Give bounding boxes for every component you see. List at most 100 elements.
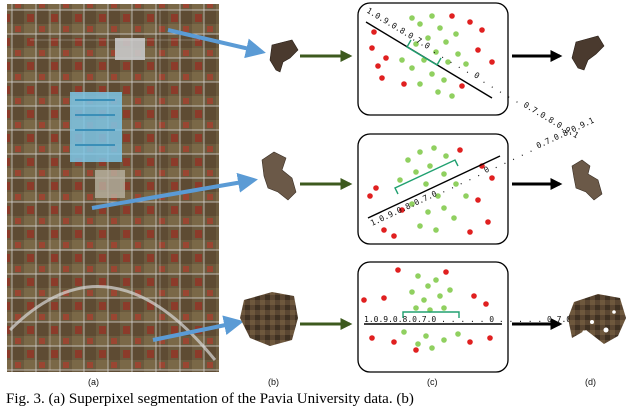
inlier-point (429, 345, 435, 351)
inlier-point (433, 227, 439, 233)
inlier-point (409, 65, 415, 71)
inlier-point (417, 149, 423, 155)
panel-label-c: (c) (427, 377, 438, 387)
outlier-point (457, 147, 463, 153)
inlier-point (431, 145, 437, 151)
patch-d-row3-holes (582, 310, 616, 334)
outlier-point (373, 185, 379, 191)
blue-arrow-row2 (91, 172, 258, 210)
inlier-point (397, 177, 403, 183)
outlier-point (475, 197, 481, 203)
inlier-point (423, 333, 429, 339)
outlier-point (391, 233, 397, 239)
outlier-point (467, 339, 473, 345)
inlier-point (445, 59, 451, 65)
bracket-row3 (402, 311, 460, 318)
figure-caption: Fig. 3. (a) Superpixel segmentation of t… (6, 391, 414, 407)
outlier-point (369, 45, 375, 51)
blue-arrow-row3 (152, 315, 244, 342)
inlier-point (455, 331, 461, 337)
inlier-point (437, 293, 443, 299)
inlier-point (437, 25, 443, 31)
outlier-point (471, 293, 477, 299)
inlier-point (409, 15, 415, 21)
outlier-point (475, 47, 481, 53)
aerial-image-panel (7, 4, 219, 372)
outlier-point (443, 269, 449, 275)
inlier-point (463, 61, 469, 67)
outlier-point (467, 229, 473, 235)
scatter-points-row1 (369, 13, 495, 99)
inlier-point (447, 287, 453, 293)
inlier-point (433, 49, 439, 55)
inlier-point (425, 283, 431, 289)
number-line-row2 (367, 155, 501, 219)
patch-b-row2 (261, 151, 297, 201)
outlier-point (399, 207, 405, 213)
panel-label-a: (a) (88, 377, 99, 387)
inlier-point (415, 341, 421, 347)
outlier-point (361, 297, 367, 303)
outlier-point (369, 335, 375, 341)
bracket-row2 (394, 159, 459, 195)
inlier-point (451, 215, 457, 221)
inlier-point (413, 41, 419, 47)
outlier-point (395, 267, 401, 273)
inlier-point (423, 181, 429, 187)
inlier-point (405, 157, 411, 163)
patch-d-row1 (571, 35, 605, 71)
outlier-point (459, 83, 465, 89)
outlier-point (467, 19, 473, 25)
scatter-box-row2 (357, 133, 509, 245)
inlier-point (427, 163, 433, 169)
outlier-point (413, 347, 419, 353)
blue-arrow-row1 (167, 28, 266, 59)
inlier-point (417, 223, 423, 229)
outlier-point (489, 59, 495, 65)
inlier-point (417, 21, 423, 27)
inlier-point (435, 89, 441, 95)
inlier-point (413, 305, 419, 311)
outlier-point (383, 55, 389, 61)
inlier-point (425, 209, 431, 215)
bracket-row1 (406, 39, 442, 66)
inlier-point (449, 93, 455, 99)
inlier-point (453, 181, 459, 187)
inlier-point (429, 13, 435, 19)
inlier-point (441, 171, 447, 177)
outlier-point (367, 193, 373, 199)
inlier-point (453, 31, 459, 37)
inlier-point (441, 77, 447, 83)
inlier-point (429, 71, 435, 77)
patch-d-row3 (568, 294, 626, 344)
scatter-points-row2 (367, 145, 495, 239)
inlier-point (441, 337, 447, 343)
inlier-point (455, 51, 461, 57)
inlier-point (441, 205, 447, 211)
inlier-point (443, 153, 449, 159)
inlier-point (425, 35, 431, 41)
inlier-point (409, 289, 415, 295)
outlier-point (401, 81, 407, 87)
inlier-point (413, 169, 419, 175)
inlier-point (435, 193, 441, 199)
inlier-point (399, 57, 405, 63)
outlier-point (381, 295, 387, 301)
inlier-point (421, 297, 427, 303)
patch-b-row3 (240, 292, 298, 346)
inlier-point (417, 81, 423, 87)
outlier-point (379, 75, 385, 81)
inlier-point (463, 193, 469, 199)
inlier-point (409, 201, 415, 207)
inlier-point (441, 305, 447, 311)
inlier-point (415, 273, 421, 279)
patch-b-row1 (269, 39, 299, 73)
outlier-point (479, 27, 485, 33)
outlier-point (485, 219, 491, 225)
patch-d-row2 (571, 159, 603, 201)
scatter-points-row3 (361, 267, 493, 353)
outlier-point (483, 301, 489, 307)
outlier-point (381, 227, 387, 233)
inlier-point (443, 39, 449, 45)
